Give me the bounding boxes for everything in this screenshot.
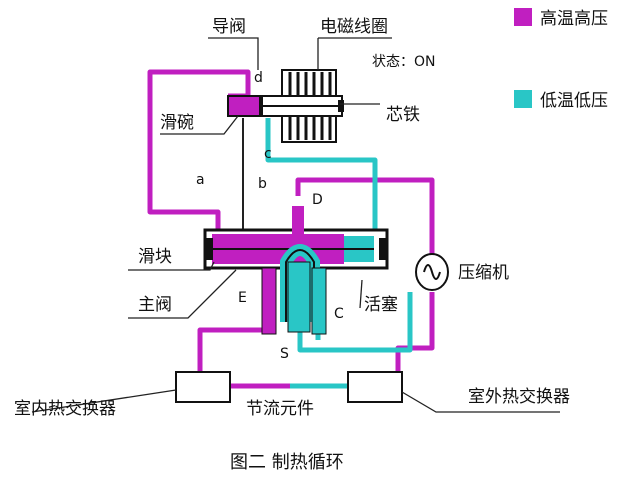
port-E: E (238, 290, 247, 306)
leader-lines (31, 37, 560, 413)
high-pressure-pipes (147, 69, 435, 389)
legend-label-high: 高温高压 (540, 9, 608, 29)
main-valve (203, 206, 389, 270)
port-c: c (264, 146, 272, 162)
label-slide-bowl: 滑碗 (160, 113, 194, 133)
port-C: C (334, 306, 344, 322)
legend-label-low: 低温低压 (540, 91, 608, 111)
label-outdoor-hx: 室外热交换器 (468, 387, 570, 407)
label-iron-core: 芯铁 (386, 105, 420, 125)
port-S: S (280, 346, 289, 362)
legend-swatch-high (514, 8, 532, 26)
port-b: b (258, 176, 267, 192)
label-compressor: 压缩机 (458, 263, 509, 283)
port-E-pipe (261, 267, 277, 335)
label-throttle: 节流元件 (246, 399, 314, 419)
solenoid-coil (261, 69, 344, 143)
label-indoor-hx: 室内热交换器 (14, 399, 116, 419)
port-C-pipe (311, 267, 327, 335)
legend-swatch-low (514, 90, 532, 108)
label-slider: 滑块 (138, 247, 172, 267)
label-main-valve: 主阀 (138, 295, 172, 315)
label-pilot-valve: 导阀 (212, 17, 246, 37)
label-solenoid-coil: 电磁线圈 (320, 17, 388, 37)
compressor (415, 253, 449, 291)
port-d: d (254, 70, 263, 86)
port-a: a (196, 172, 205, 188)
label-state: 状态：ON (372, 54, 436, 70)
slide-bowl (227, 95, 261, 117)
label-piston: 活塞 (364, 295, 398, 315)
indoor-heat-exchanger (175, 371, 231, 403)
port-S-pipe (287, 261, 311, 333)
port-D: D (312, 192, 323, 208)
outdoor-heat-exchanger (347, 371, 403, 403)
diagram-caption: 图二 制热循环 (230, 452, 344, 473)
